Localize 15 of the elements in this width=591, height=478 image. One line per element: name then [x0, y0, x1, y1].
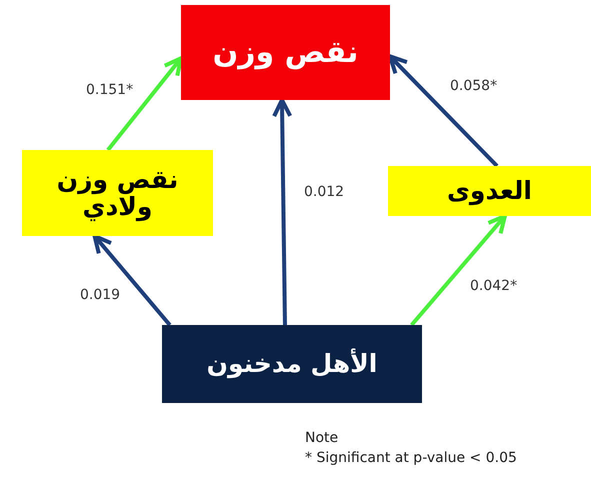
arrow — [106, 56, 183, 152]
node-label: العدوى — [446, 177, 533, 205]
arrow — [410, 214, 507, 326]
node-label: نقص وزن — [212, 36, 360, 69]
node-label: الأهل مدخنون — [206, 350, 378, 378]
arrow — [92, 234, 172, 326]
arrow — [272, 98, 292, 326]
node-box — [22, 150, 213, 236]
note-text: * Significant at p-value < 0.05 — [305, 450, 517, 466]
note-text: Note — [305, 430, 338, 446]
node-box — [162, 325, 422, 403]
node-box — [388, 166, 591, 216]
arrow — [388, 54, 498, 168]
node-label: نقص وزن ولادي — [56, 166, 180, 220]
node-box — [181, 5, 390, 100]
